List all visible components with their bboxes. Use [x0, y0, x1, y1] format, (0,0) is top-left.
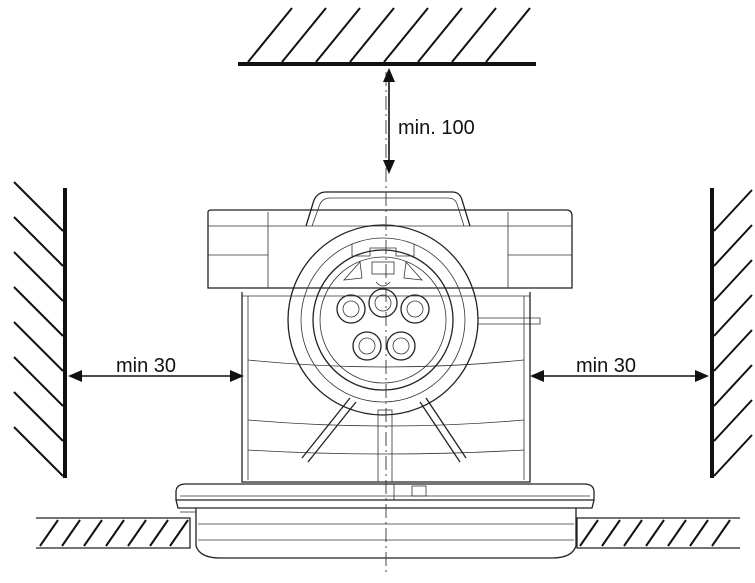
mounting-surface-left	[36, 517, 191, 549]
left-wall	[13, 181, 67, 478]
charging-socket-device	[175, 191, 595, 559]
left-clearance-label: min 30	[116, 355, 176, 377]
right-wall	[710, 188, 753, 478]
mounting-surface-right	[576, 517, 740, 549]
top-clearance-dimension	[383, 68, 395, 174]
top-clearance-label: min. 100	[398, 117, 475, 139]
socket-pins	[336, 288, 430, 361]
right-clearance-dimension	[530, 370, 709, 382]
ceiling-wall	[238, 7, 536, 66]
left-clearance-dimension	[68, 370, 244, 382]
right-clearance-label: min 30	[576, 355, 636, 377]
